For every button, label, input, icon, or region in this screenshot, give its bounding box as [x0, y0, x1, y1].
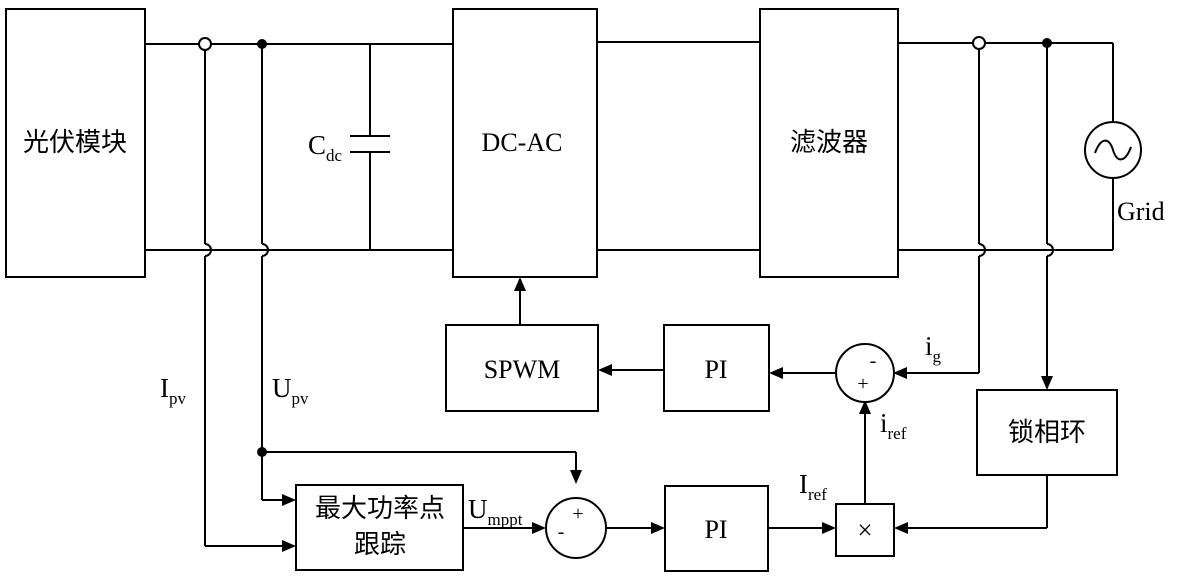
filter-label: 滤波器: [790, 128, 868, 158]
current-sum-plus-sign: +: [857, 373, 868, 395]
spwm-label: SPWM: [484, 355, 561, 384]
arrow-ipv: [282, 540, 296, 552]
current-sensor-grid: [972, 36, 986, 50]
voltage-sum-plus-sign: +: [572, 503, 583, 525]
grid-label: Grid: [1117, 197, 1165, 226]
crossover-grid: [1046, 243, 1054, 257]
iref-lower-label: iref: [880, 408, 907, 443]
arrow-upv-sum: [570, 470, 582, 484]
pi-current-block: PI: [663, 324, 770, 412]
arrow-pi-voltage: [651, 522, 665, 534]
wire-crossovers: [204, 243, 1054, 257]
multiplier-symbol: ×: [857, 515, 872, 545]
pi-voltage-label: PI: [704, 515, 727, 544]
filter-block: 滤波器: [759, 8, 899, 278]
control-wires: [204, 43, 1048, 547]
pi-voltage-block: PI: [664, 485, 769, 572]
arrow-pi-current: [769, 367, 783, 379]
crossover-upv: [261, 243, 269, 257]
junction-dot: [257, 39, 267, 49]
voltage-summing-junction: + -: [545, 497, 607, 559]
mppt-label-line1: 最大功率点: [315, 494, 445, 524]
arrow-iref-lower: [859, 400, 871, 414]
current-summing-junction: - +: [835, 343, 895, 403]
voltage-sum-minus-sign: -: [558, 521, 565, 543]
pll-block: 锁相环: [976, 389, 1118, 476]
arrowheads: [282, 277, 1053, 552]
arrow-upv: [282, 494, 296, 506]
arrow-dcac: [514, 277, 526, 291]
multiplier-block: ×: [835, 503, 895, 557]
upv-label: Upv: [272, 373, 309, 408]
ig-label: ig: [925, 331, 942, 366]
cdc-label: Cdc: [308, 130, 343, 165]
pi-current-label: PI: [704, 355, 727, 384]
grid-source: Grid: [1084, 121, 1165, 226]
junction-dot: [1042, 38, 1052, 48]
pv-module-label: 光伏模块: [23, 128, 127, 158]
mppt-block: 最大功率点 跟踪: [295, 484, 464, 571]
current-sensor-pv: [198, 37, 212, 51]
arrow-ig: [893, 367, 907, 379]
umppt-label: Umppt: [468, 494, 523, 529]
arrow-pll-out: [894, 522, 908, 534]
dcac-block: DC-AC: [452, 8, 598, 278]
current-sum-minus-sign: -: [870, 350, 877, 372]
iref-upper-label: Iref: [799, 469, 827, 504]
sine-wave-icon: [1094, 139, 1132, 161]
dcac-label: DC-AC: [482, 128, 563, 157]
junctions: [198, 36, 1052, 457]
power-wires: [145, 41, 1114, 251]
arrow-pll-in: [1041, 376, 1053, 390]
ipv-label: Ipv: [160, 373, 187, 408]
crossover-ipv: [204, 243, 212, 257]
crossover-ig: [978, 243, 986, 257]
spwm-block: SPWM: [445, 324, 599, 412]
mppt-label-line2: 跟踪: [354, 530, 406, 560]
arrow-iref-upper: [822, 522, 836, 534]
arrow-spwm: [598, 364, 612, 376]
arrow-umppt: [532, 522, 546, 534]
pll-label: 锁相环: [1008, 418, 1086, 448]
pv-module-block: 光伏模块: [5, 8, 146, 278]
junction-dot: [257, 447, 267, 457]
